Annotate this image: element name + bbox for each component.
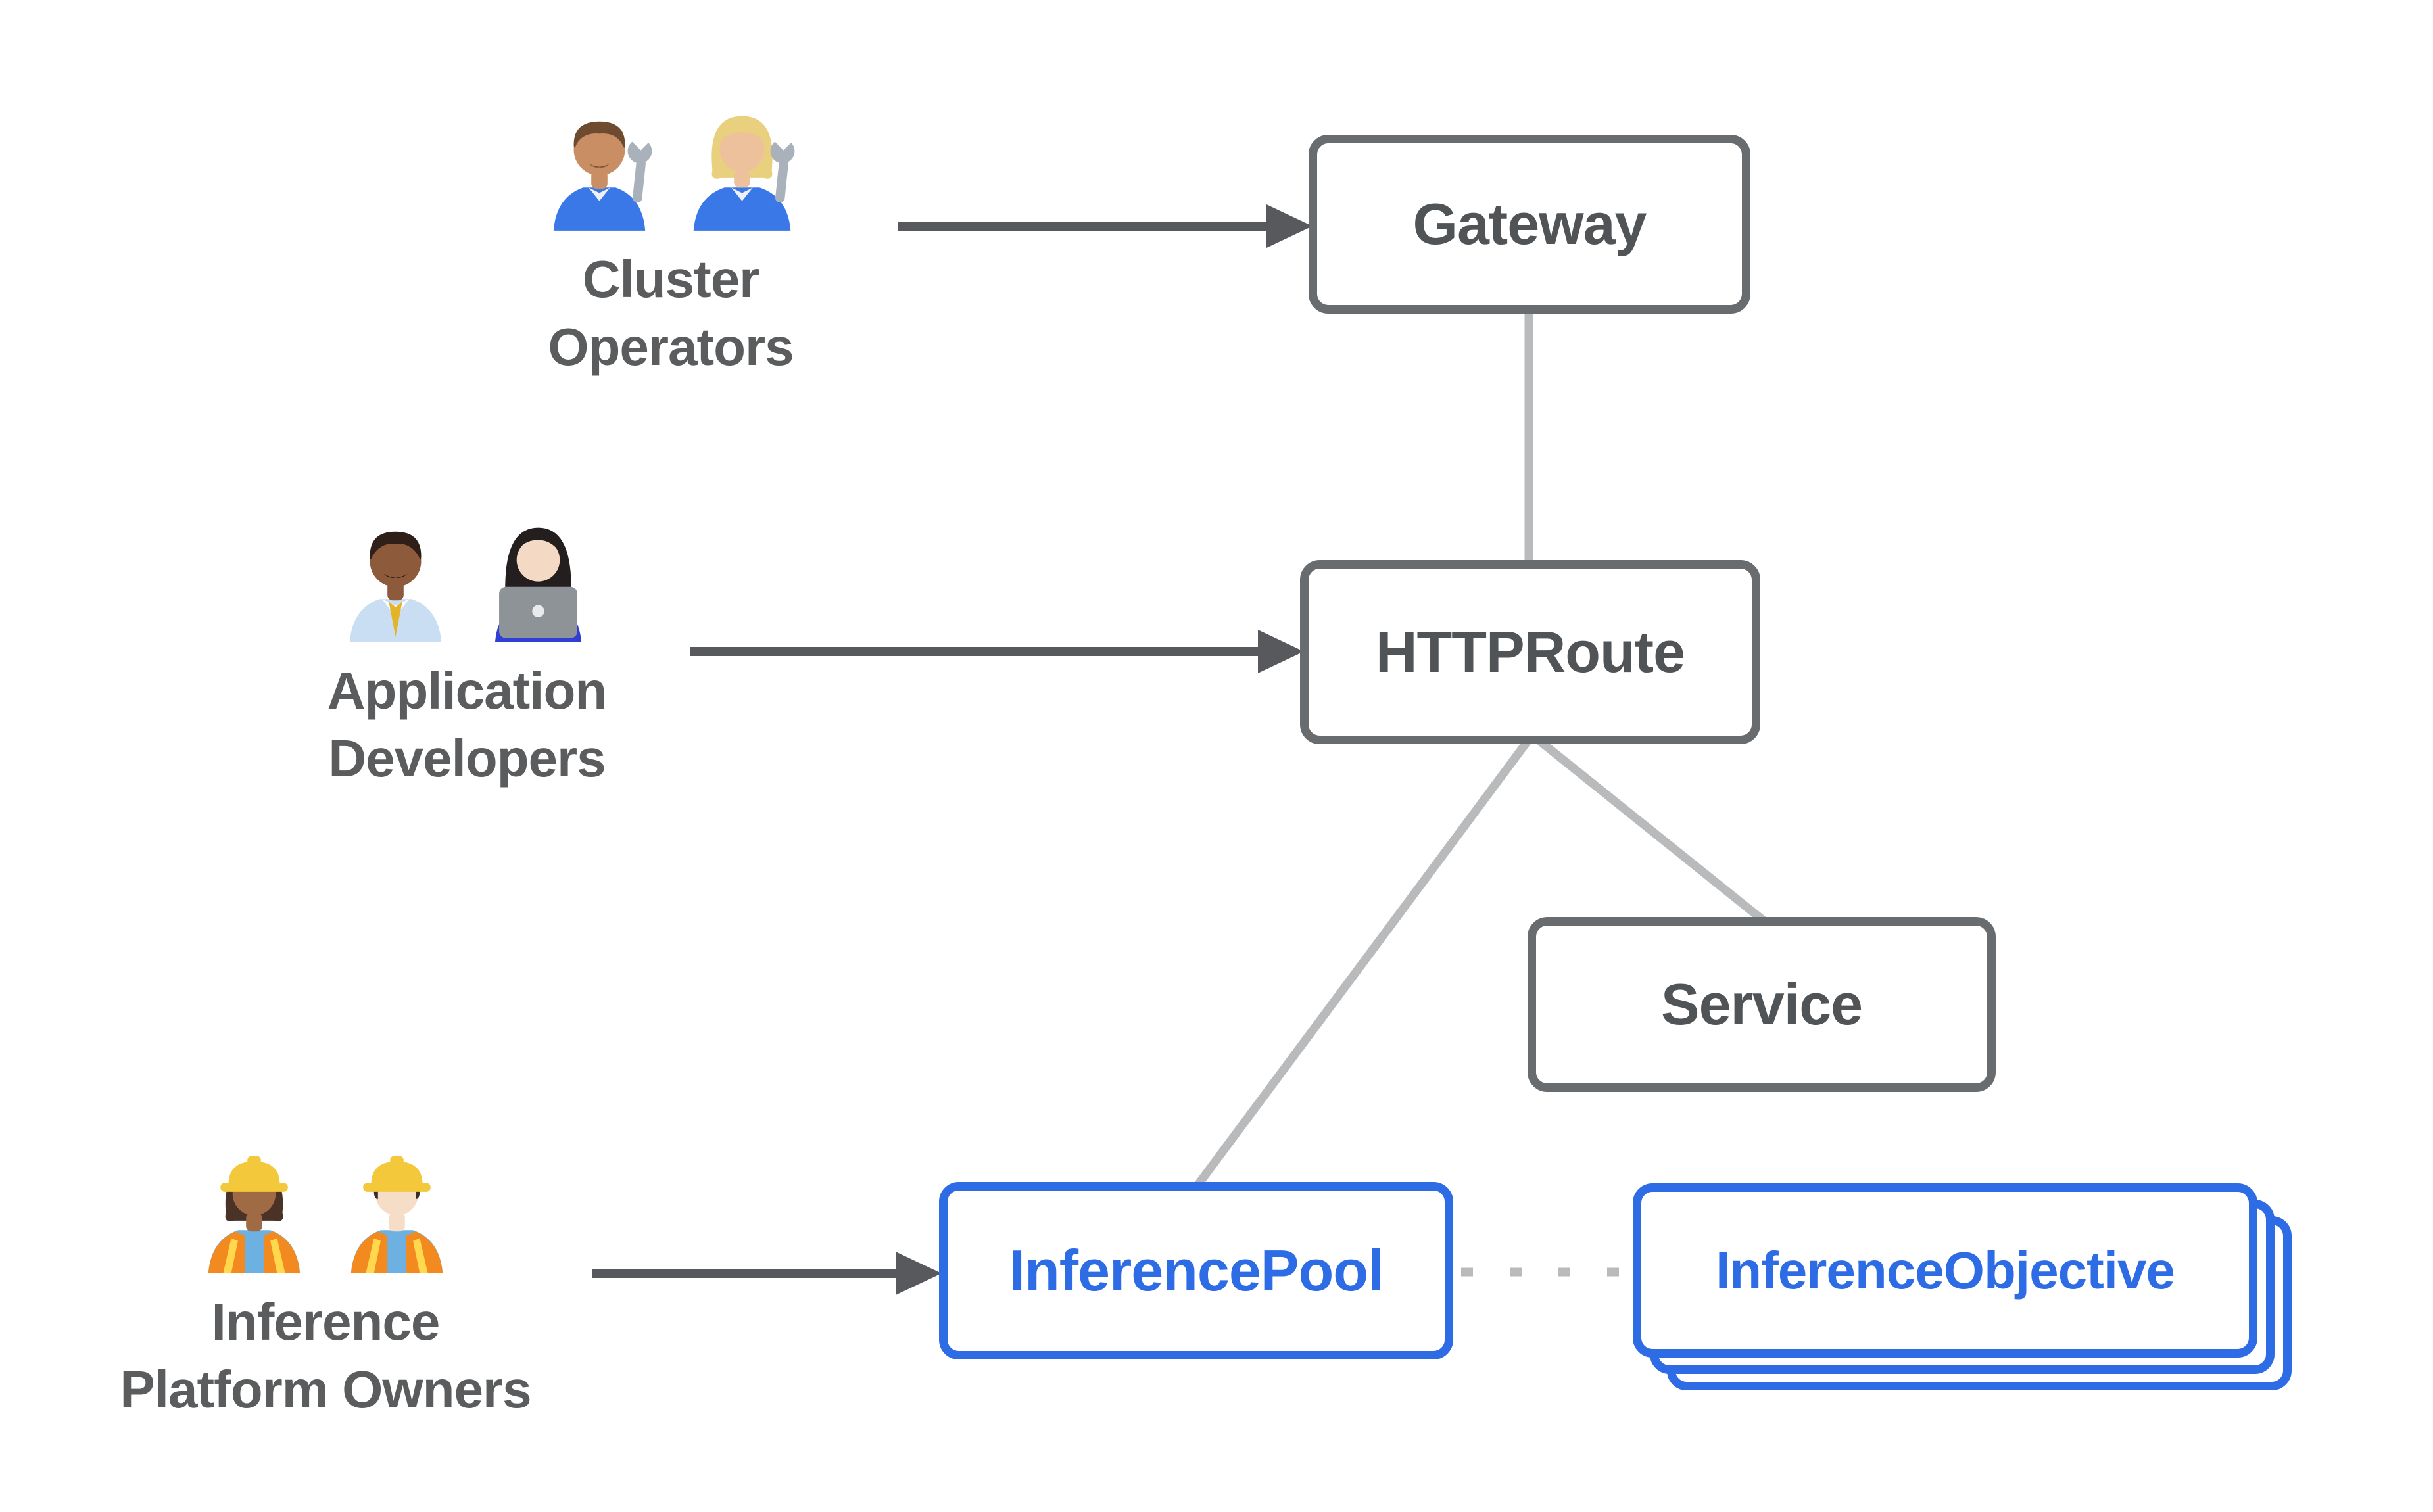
laptop-icon: [499, 586, 577, 638]
woman-construction-worker-icon: [208, 1156, 301, 1273]
httproute-node: HTTPRoute: [1300, 560, 1760, 744]
label-line: Cluster: [582, 250, 760, 308]
hard-hat-icon: [363, 1156, 431, 1192]
cluster-operators-emojis: [532, 100, 809, 235]
inference-platform-owners-emojis: [187, 1143, 464, 1277]
man-construction-worker-icon: [350, 1156, 443, 1273]
man-mechanic-icon: [553, 121, 652, 231]
service-node: Service: [1528, 917, 1996, 1092]
arrow-inference-platform-owners-inferencepool: [592, 1252, 942, 1295]
arrow-cluster-operators-gateway: [898, 204, 1313, 248]
actor-cluster-operators: Cluster Operators: [506, 100, 835, 381]
hard-hat-icon: [220, 1156, 288, 1192]
wrench-icon: [627, 133, 652, 202]
woman-technologist-icon: [494, 527, 582, 642]
man-office-worker-icon: [349, 531, 442, 642]
edge-httproute-inferencepool: [1194, 732, 1536, 1187]
label-line: Developers: [328, 729, 606, 788]
application-developers-label: Application Developers: [327, 657, 608, 792]
edge-httproute-service: [1529, 731, 1768, 926]
actor-application-developers: Application Developers: [299, 511, 635, 792]
inferencepool-node: InferencePool: [939, 1182, 1453, 1359]
actor-inference-platform-owners: Inference Platform Owners: [108, 1143, 542, 1423]
gateway-node: Gateway: [1309, 135, 1750, 314]
arrow-application-developers-httproute: [690, 630, 1304, 673]
woman-mechanic-icon: [693, 116, 795, 231]
inferenceobjective-label: InferenceObjective: [1716, 1240, 2175, 1300]
label-line: Inference: [211, 1292, 441, 1351]
cluster-operators-label: Cluster Operators: [548, 245, 794, 381]
wrench-icon: [770, 133, 795, 202]
gateway-label: Gateway: [1412, 191, 1647, 256]
label-line: Platform Owners: [120, 1360, 531, 1419]
label-line: Operators: [548, 318, 794, 376]
httproute-label: HTTPRoute: [1375, 619, 1685, 684]
application-developers-emojis: [328, 511, 606, 646]
label-line: Application: [327, 661, 608, 720]
stacked-card-front: InferenceObjective: [1633, 1183, 2257, 1358]
inferencepool-label: InferencePool: [1009, 1238, 1384, 1303]
inferenceobjective-node: InferenceObjective: [1633, 1183, 2294, 1394]
service-label: Service: [1660, 972, 1863, 1037]
inference-platform-owners-label: Inference Platform Owners: [120, 1288, 531, 1423]
